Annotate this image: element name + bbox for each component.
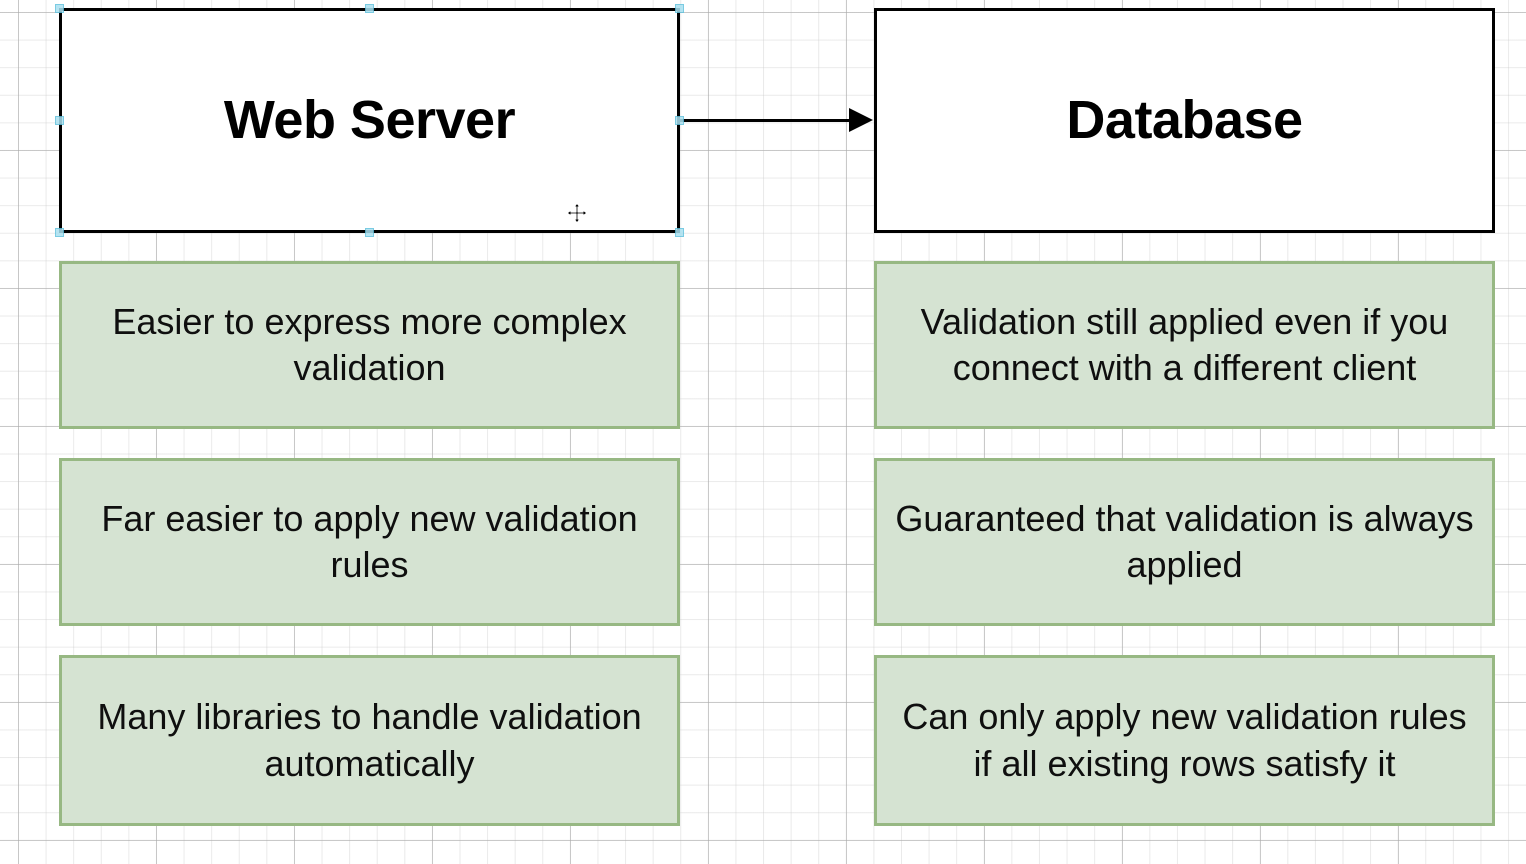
edge-web-server-to-database-arrowhead: [849, 108, 873, 132]
node-database-label: Database: [1066, 90, 1303, 151]
selection-handle-bottom-left[interactable]: [55, 228, 64, 237]
note-web-server-3[interactable]: Many libraries to handle validation auto…: [59, 655, 680, 826]
note-database-3[interactable]: Can only apply new validation rules if a…: [874, 655, 1495, 826]
note-database-2[interactable]: Guaranteed that validation is always app…: [874, 458, 1495, 626]
note-database-1-label: Validation still applied even if you con…: [920, 300, 1449, 388]
selection-handle-bottom-right[interactable]: [675, 228, 684, 237]
selection-handle-top-left[interactable]: [55, 4, 64, 13]
selection-handle-top-center[interactable]: [365, 4, 374, 13]
note-web-server-2-label: Far easier to apply new validation rules: [101, 497, 638, 585]
node-web-server[interactable]: Web Server: [59, 8, 680, 233]
note-web-server-2[interactable]: Far easier to apply new validation rules: [59, 458, 680, 626]
selection-handle-top-right[interactable]: [675, 4, 684, 13]
note-web-server-1[interactable]: Easier to express more complex validatio…: [59, 261, 680, 429]
note-web-server-1-label: Easier to express more complex validatio…: [112, 300, 627, 388]
selection-handle-middle-left[interactable]: [55, 116, 64, 125]
selection-handle-middle-right[interactable]: [675, 116, 684, 125]
node-web-server-label: Web Server: [223, 90, 516, 151]
edge-web-server-to-database-line[interactable]: [679, 119, 851, 122]
node-database[interactable]: Database: [874, 8, 1495, 233]
note-database-3-label: Can only apply new validation rules if a…: [902, 696, 1467, 784]
note-web-server-3-label: Many libraries to handle validation auto…: [97, 696, 642, 784]
selection-handle-bottom-center[interactable]: [365, 228, 374, 237]
note-database-2-label: Guaranteed that validation is always app…: [895, 497, 1474, 585]
note-database-1[interactable]: Validation still applied even if you con…: [874, 261, 1495, 429]
